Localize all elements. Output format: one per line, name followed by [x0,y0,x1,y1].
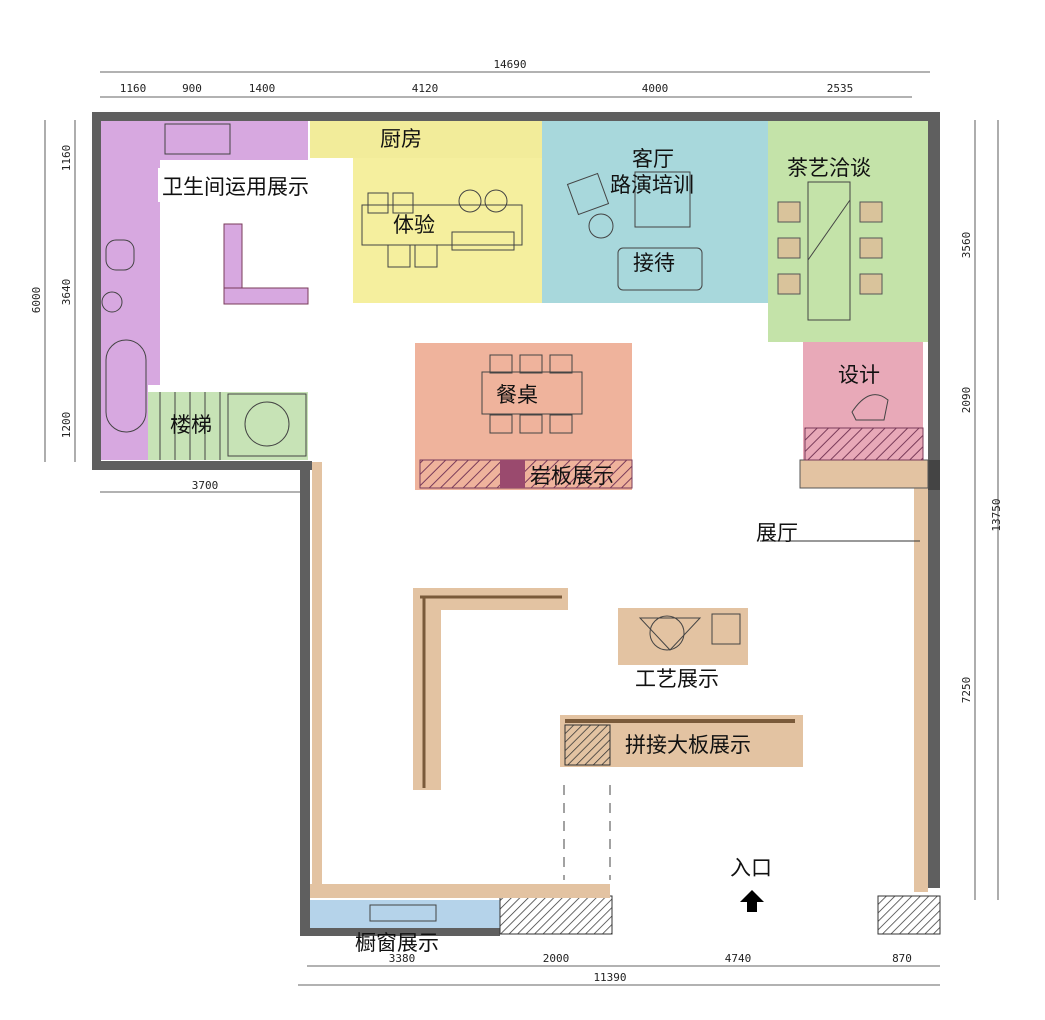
island-counter [361,204,523,246]
wood-strip-design [799,459,929,489]
wall-column-right [877,895,941,935]
furniture [101,123,920,922]
wood-l-side [413,588,441,790]
dim-left-1: 1160 [60,145,73,172]
zone-living [542,120,768,303]
zones [100,120,928,935]
zone-experience [353,158,542,303]
dim-top-2: 900 [182,82,202,95]
label-stairs: 楼梯 [170,413,212,437]
entrance-arrow-icon [740,890,764,912]
labels: 卫生间运用展示 厨房 体验 客厅 路演培训 接待 茶艺洽谈 设计 餐桌 岩板展示… [158,127,880,955]
label-reception: 接待 [633,251,675,275]
sofa-icon [617,247,703,291]
dim-mid: 3700 [192,479,219,492]
side-table [588,213,614,239]
dim-bottom-2: 2000 [543,952,570,965]
dim-right-3: 7250 [960,677,973,704]
bathroom-label-bg [158,168,326,202]
tv-table [634,171,691,228]
basin-icon [101,291,123,313]
wood-strip-left [312,462,322,892]
wall-bottom-left [300,928,500,936]
dim-top-1: 1160 [120,82,147,95]
label-craft: 工艺展示 [635,667,719,691]
design-counter [804,427,924,461]
dim-top-5: 4000 [642,82,669,95]
label-dining: 餐桌 [496,383,538,407]
zone-tea [768,120,928,342]
slab-counter [419,459,633,489]
label-roadshow: 路演培训 [610,173,694,197]
wood-strip-bottom [310,884,610,898]
dim-bottom-total: 11390 [593,971,626,984]
dim-top-6: 2535 [827,82,854,95]
partition-horizontal [223,287,309,305]
label-window: 橱窗展示 [355,931,439,955]
label-design: 设计 [838,363,880,387]
armchair-icon [566,172,610,216]
label-experience: 体验 [393,213,435,237]
dim-right-1: 3560 [960,232,973,259]
dim-left-2: 3640 [60,279,73,306]
wall-left [92,112,101,470]
wall-left-lower [300,461,310,936]
design-chair [851,394,889,421]
sink-counter [164,123,231,155]
plant-box [227,393,307,457]
panel-sample [564,724,611,766]
dim-bottom-1: 3380 [389,952,416,965]
plant-icon [244,401,290,447]
label-entrance: 入口 [730,856,772,880]
dim-top-4: 4120 [412,82,439,95]
dim-bottom-3: 4740 [725,952,752,965]
wood-strip-right [914,460,928,892]
walls [92,112,941,936]
wall-top [92,112,940,121]
zone-kitchen [310,120,542,158]
wall-mid [92,461,312,470]
dimensions: 14690 1160 900 1400 4120 4000 2535 6000 … [30,58,1003,986]
dim-top-3: 1400 [249,82,276,95]
wall-column-bottom [499,895,613,935]
dim-bottom-4: 870 [892,952,912,965]
dim-right-total: 13750 [990,498,1003,531]
label-panel: 拼接大板展示 [625,733,751,757]
wall-right [928,112,940,888]
dim-left-total: 6000 [30,287,43,314]
wall-pillar [925,460,940,490]
zone-bathroom [100,120,308,460]
dim-left-3: 1200 [60,412,73,439]
slab-block [500,460,525,488]
label-hall: 展厅 [756,521,798,545]
dim-right-2: 2090 [960,387,973,414]
label-kitchen: 厨房 [380,127,422,151]
wood-strips [310,459,929,898]
tea-table [807,181,851,321]
label-living: 客厅 [632,147,674,171]
bathtub-icon [105,339,147,433]
dim-top-total: 14690 [493,58,526,71]
toilet-icon [105,239,135,271]
wood-l-top [413,588,568,610]
window-display-item [369,904,437,922]
label-bathroom: 卫生间运用展示 [162,175,309,199]
label-slab: 岩板展示 [530,464,614,488]
label-tea: 茶艺洽谈 [787,156,871,180]
dining-table [481,371,583,415]
